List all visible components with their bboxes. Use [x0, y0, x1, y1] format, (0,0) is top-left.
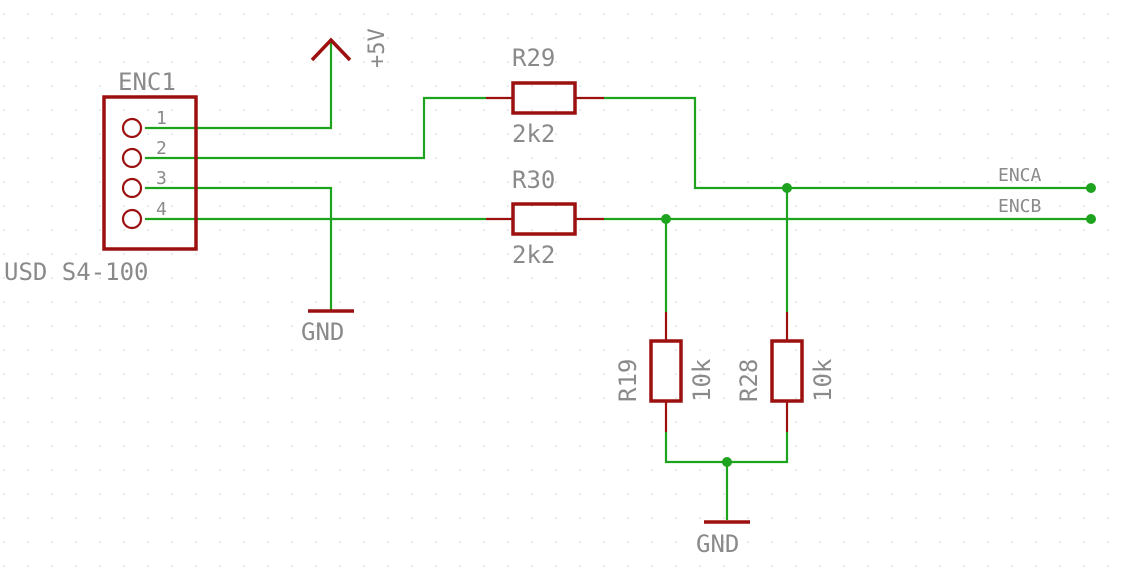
r19-value: 10k — [688, 358, 716, 402]
r28-name: R28 — [735, 359, 763, 402]
r28-value: 10k — [809, 358, 837, 402]
wires — [145, 40, 1091, 520]
junction-encb-end — [1086, 214, 1096, 224]
gnd-symbol-left: GND — [301, 309, 354, 346]
connector-value: USD S4-100 — [4, 258, 149, 286]
pin-label-2: 2 — [156, 138, 167, 159]
r29-value: 2k2 — [512, 120, 555, 148]
junctions — [661, 183, 1096, 467]
gnd-label-left: GND — [301, 318, 344, 346]
gnd-symbol-bottom: GND — [696, 520, 750, 558]
r19-name: R19 — [614, 359, 642, 402]
junction-enca — [782, 183, 792, 193]
pin-label-1: 1 — [156, 108, 167, 129]
r30-name: R30 — [512, 166, 555, 194]
connector-name: ENC1 — [118, 68, 176, 96]
pin-label-4: 4 — [156, 199, 167, 220]
net-label-encb: ENCB — [998, 196, 1041, 217]
gnd-label-bottom: GND — [696, 530, 739, 558]
junction-gnd — [722, 457, 732, 467]
junction-enca-end — [1086, 183, 1096, 193]
supply-label: +5V — [365, 28, 390, 68]
connector-pin-4 — [121, 208, 143, 230]
connector-pin-3 — [121, 177, 143, 199]
resistor-r30: R30 2k2 — [486, 166, 604, 269]
junction-encb — [661, 214, 671, 224]
r30-value: 2k2 — [512, 241, 555, 269]
net-label-enca: ENCA — [998, 165, 1042, 186]
wire-pin3-gnd — [145, 186, 333, 310]
supply-5v-symbol: +5V — [310, 28, 390, 68]
r29-name: R29 — [512, 44, 555, 72]
wire-pin2-r29 — [145, 96, 486, 160]
pin-label-3: 3 — [156, 168, 167, 189]
connector-pin-1 — [121, 117, 143, 139]
wire-r29-enca — [604, 96, 1091, 190]
connector-enc1: ENC1 USD S4-100 1 2 3 4 — [4, 68, 198, 286]
wire-pin1-5v — [145, 40, 333, 130]
supply-arrow-icon — [310, 37, 352, 62]
resistor-r28: R28 10k — [735, 312, 837, 432]
resistor-r29: R29 2k2 — [486, 44, 604, 148]
connector-body — [102, 95, 198, 251]
connector-pin-2 — [121, 147, 143, 169]
resistor-r19: R19 10k — [614, 312, 716, 432]
